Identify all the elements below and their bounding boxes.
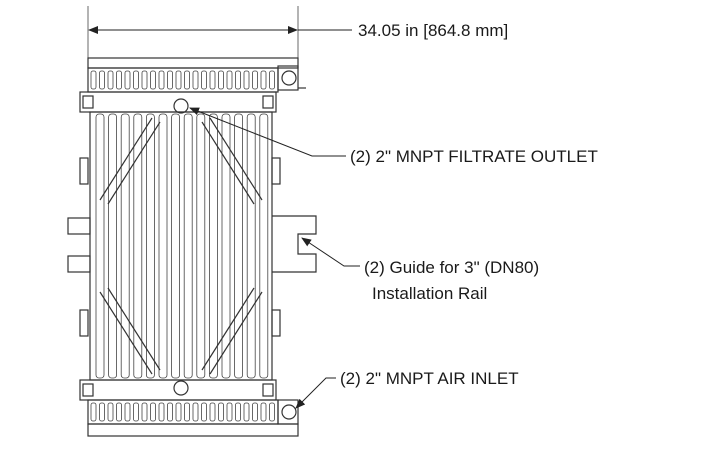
- header-tooth: [235, 402, 241, 422]
- header-tooth: [260, 402, 267, 422]
- header-tooth: [209, 70, 216, 90]
- top-right-port-icon: [281, 70, 297, 86]
- header-tooth: [175, 70, 182, 90]
- header-tooth: [175, 402, 182, 422]
- top-rail: [79, 91, 277, 114]
- membrane-tube: [234, 113, 244, 379]
- rail-guide-left: [67, 217, 91, 273]
- header-tooth: [184, 70, 190, 90]
- header-tooth: [90, 402, 97, 422]
- header-tooth: [124, 70, 131, 90]
- air-inlet-port-icon: [281, 404, 297, 420]
- header-tooth: [107, 70, 114, 90]
- header-tooth: [252, 402, 258, 422]
- air-inlet-callout: (2) 2" MNPT AIR INLET: [295, 369, 519, 409]
- header-tooth: [209, 402, 216, 422]
- top-header: [87, 57, 306, 93]
- header-tooth: [133, 70, 139, 90]
- header-tooth: [116, 70, 122, 90]
- rail-guide-callout: (2) Guide for 3" (DN80) Installation Rai…: [301, 237, 539, 303]
- header-tooth: [192, 402, 199, 422]
- membrane-tube: [145, 113, 155, 379]
- header-tooth: [184, 402, 190, 422]
- filtrate-outlet-label: (2) 2" MNPT FILTRATE OUTLET: [350, 147, 598, 166]
- header-tooth: [107, 402, 114, 422]
- header-tooth: [218, 402, 224, 422]
- header-tooth: [243, 70, 250, 90]
- membrane-tube: [259, 113, 269, 379]
- rail-guide-label-line1: (2) Guide for 3" (DN80): [364, 258, 539, 277]
- membrane-tube: [171, 113, 181, 379]
- header-tooth: [158, 402, 165, 422]
- header-tooth: [158, 70, 165, 90]
- overall-width-dimension: 34.05 in [864.8 mm]: [87, 6, 508, 60]
- air-inlet-leader: [295, 377, 336, 409]
- membrane-tube: [108, 113, 117, 379]
- header-tooth: [226, 402, 233, 422]
- header-tooth: [226, 70, 233, 90]
- header-tooth: [167, 402, 173, 422]
- header-tooth: [269, 402, 275, 422]
- filtrate-outlet-leader: [189, 107, 346, 157]
- membrane-tube: [196, 113, 206, 379]
- header-tooth: [90, 70, 97, 90]
- header-tooth: [124, 402, 131, 422]
- membrane-tube: [158, 113, 168, 379]
- rail-guide-leader: [301, 237, 360, 267]
- membrane-tube: [221, 113, 231, 379]
- header-tooth: [260, 70, 267, 90]
- header-tooth: [99, 402, 105, 422]
- header-tooth: [116, 402, 122, 422]
- header-tooth: [235, 70, 241, 90]
- filtrate-outlet-callout: (2) 2" MNPT FILTRATE OUTLET: [189, 107, 598, 166]
- bottom-header: [87, 399, 299, 437]
- membrane-tube: [246, 113, 256, 379]
- header-tooth: [133, 402, 139, 422]
- header-tooth: [99, 70, 105, 90]
- header-tooth: [269, 70, 275, 90]
- air-inlet-label: (2) 2" MNPT AIR INLET: [340, 369, 519, 388]
- membrane-tube: [208, 113, 218, 379]
- header-tooth: [252, 70, 258, 90]
- rail-guide-label-line2: Installation Rail: [372, 284, 487, 303]
- header-tooth: [141, 70, 148, 90]
- rail-guide-right: [272, 215, 317, 273]
- header-tooth: [192, 70, 199, 90]
- header-tooth: [218, 70, 224, 90]
- membrane-tube: [133, 113, 143, 379]
- bottom-rail: [79, 379, 277, 401]
- membrane-tube: [120, 113, 130, 379]
- overall-width-label: 34.05 in [864.8 mm]: [358, 21, 508, 40]
- header-tooth: [150, 402, 156, 422]
- header-tooth: [201, 70, 207, 90]
- filtrate-outlet-port-icon: [173, 98, 189, 114]
- membrane-stack: [79, 111, 281, 381]
- header-tooth: [141, 402, 148, 422]
- header-tooth: [167, 70, 173, 90]
- header-tooth: [201, 402, 207, 422]
- header-tooth: [243, 402, 250, 422]
- membrane-tube: [95, 113, 105, 379]
- bottom-port-icon: [173, 380, 189, 396]
- header-tooth: [150, 70, 156, 90]
- membrane-tube: [183, 113, 193, 379]
